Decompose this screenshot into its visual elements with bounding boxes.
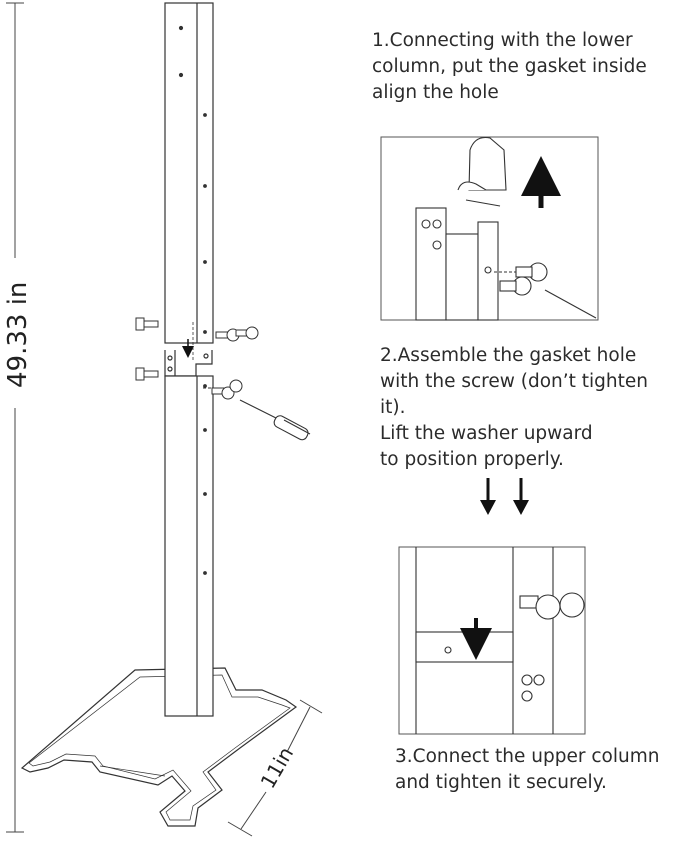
left-screws: [135, 317, 159, 381]
lower-column: [164, 375, 214, 717]
upper-column: [164, 2, 214, 344]
height-label: 49.33 in: [3, 282, 33, 388]
step1-detail: [380, 136, 599, 321]
step1-caption: 1.Connecting with the lower column, put …: [372, 30, 647, 103]
connector-gasket: [164, 350, 213, 377]
screwdriver: [239, 399, 311, 441]
right-screws: [203, 326, 259, 400]
base-plate: [20, 667, 298, 827]
depth-dimension: [227, 699, 323, 837]
step2-caption: 2.Assemble the gasket hole with the scre…: [380, 345, 649, 470]
height-dimension: [6, 2, 24, 833]
down-arrows: [480, 478, 529, 515]
step3-caption: 3.Connect the upper column and tighten i…: [395, 746, 660, 793]
step3-detail: [398, 546, 586, 735]
depth-label: 11in: [256, 743, 299, 793]
